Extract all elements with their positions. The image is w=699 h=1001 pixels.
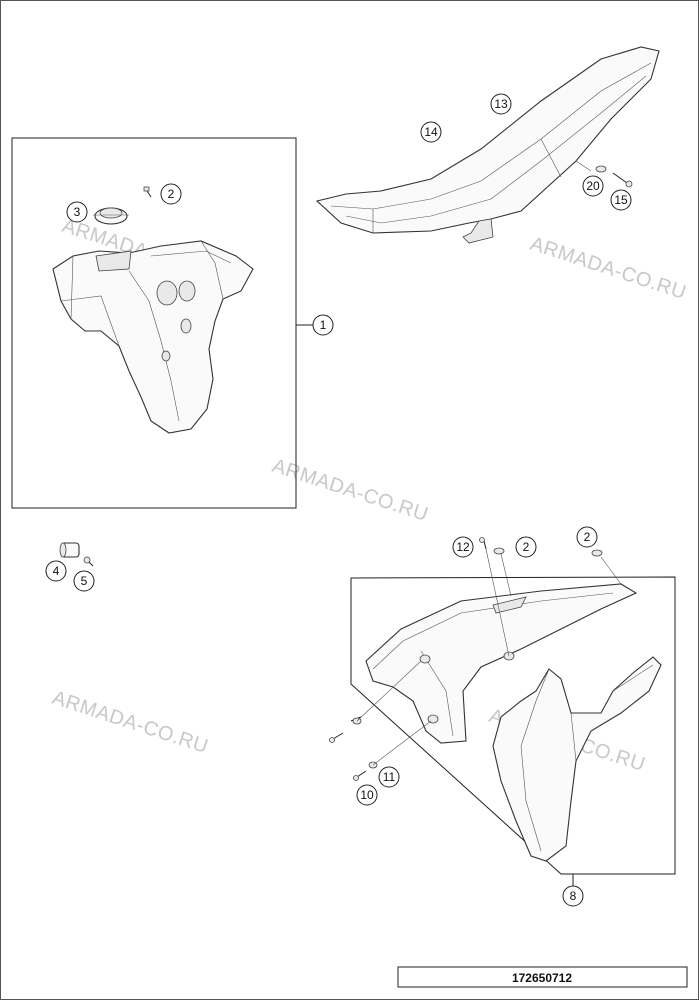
callout-11-label: 11 (383, 770, 396, 784)
callout-12-label: 12 (456, 540, 470, 554)
callout-13: 13 (490, 93, 512, 115)
callout-2-cap-screw: 2 (160, 183, 182, 205)
callout-15: 15 (610, 189, 632, 211)
fuel-tank-group-frame (11, 137, 297, 509)
part-number: 172650712 (512, 971, 572, 985)
callout-5: 5 (73, 570, 95, 592)
watermark-4: ARMADA-CO.RU (49, 687, 211, 758)
callout-2-shroud-left: 2 (515, 536, 537, 558)
callout-11: 11 (378, 766, 400, 788)
bushing (59, 542, 80, 558)
seat-fasteners (595, 165, 633, 188)
side-cover-panel (492, 656, 662, 862)
callout-4-label: 4 (53, 564, 60, 578)
callout-1-label: 1 (320, 318, 327, 332)
callout-14-label: 14 (424, 125, 438, 139)
callout-13-label: 13 (494, 97, 508, 111)
watermark-2: ARMADA-CO.RU (527, 233, 689, 304)
callout-20: 20 (582, 175, 604, 197)
callout-2a-label: 2 (168, 187, 175, 201)
callout-2c-label: 2 (584, 530, 591, 544)
watermark-3: ARMADA-CO.RU (269, 455, 431, 526)
callout-4: 4 (45, 560, 67, 582)
cap-screw (143, 186, 152, 198)
callout-20-label: 20 (586, 179, 600, 193)
callout-10-label: 10 (360, 788, 374, 802)
callout-2-shroud-right: 2 (576, 526, 598, 548)
callout-14: 14 (420, 121, 442, 143)
side-cover-group-frame (350, 576, 676, 875)
part-number-box (397, 966, 688, 988)
fuel-tank (52, 240, 254, 434)
callout-1: 1 (312, 314, 334, 336)
callout-12: 12 (452, 536, 474, 558)
seat (315, 46, 660, 244)
fuel-cap (93, 207, 129, 225)
callout-5-label: 5 (81, 574, 88, 588)
callout-10: 10 (356, 784, 378, 806)
callout-15-label: 15 (614, 193, 628, 207)
callout-3: 3 (66, 201, 88, 223)
bushing-screw (83, 556, 94, 567)
shroud-fasteners (329, 537, 622, 781)
callout-8: 8 (562, 885, 584, 907)
callout-8-label: 8 (570, 889, 577, 903)
callout-2b-label: 2 (523, 540, 530, 554)
callout-3-label: 3 (74, 205, 81, 219)
radiator-shroud (365, 583, 638, 744)
